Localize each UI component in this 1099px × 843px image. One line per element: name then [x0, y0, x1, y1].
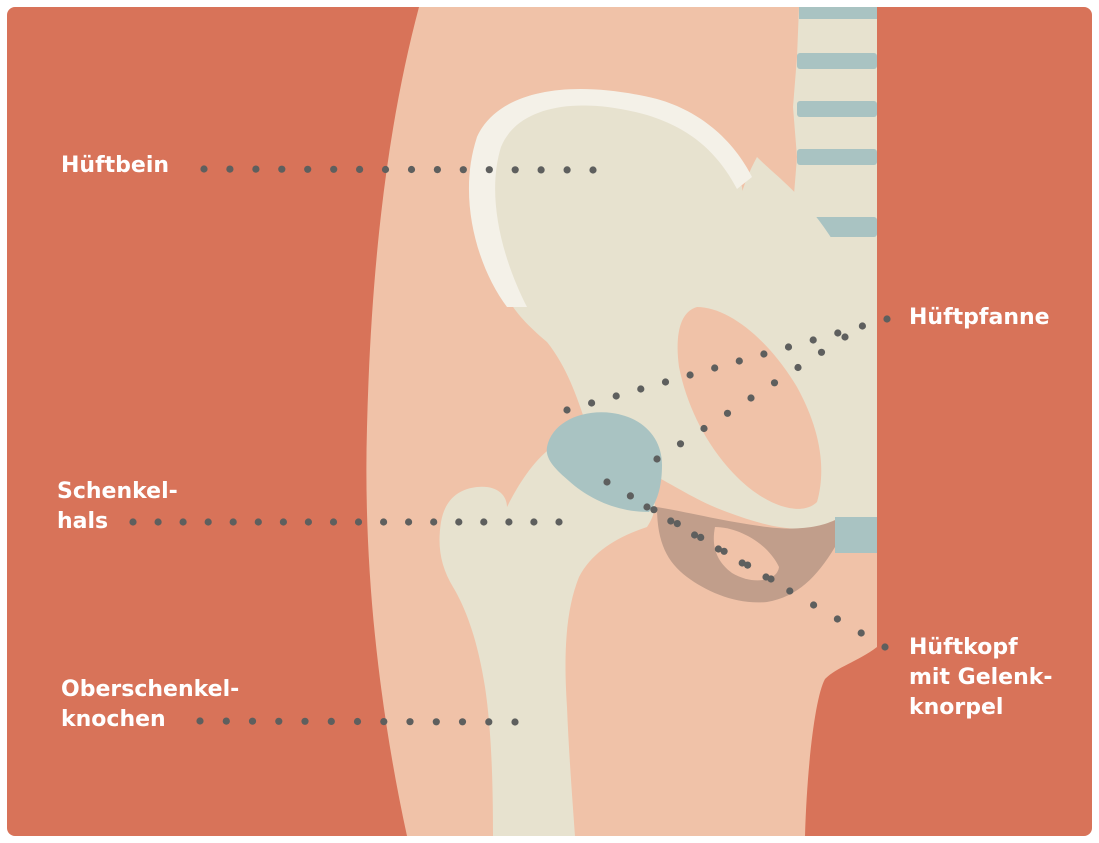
- leader-dot: [818, 349, 825, 356]
- leader-dot: [511, 718, 518, 725]
- leader-dot: [455, 518, 462, 525]
- label-huefkopf: Hüftkopf mit Gelenk- knorpel: [909, 633, 1053, 723]
- leader-dot: [434, 166, 441, 173]
- leader-dot: [430, 518, 437, 525]
- leader-dot: [485, 718, 492, 725]
- leader-dot: [406, 718, 413, 725]
- leader-dot: [538, 166, 545, 173]
- leader-dot: [736, 357, 743, 364]
- leader-dot: [715, 545, 722, 552]
- leader-dot: [304, 166, 311, 173]
- leader-dot: [687, 371, 694, 378]
- leader-dot: [486, 166, 493, 173]
- leader-dot: [382, 166, 389, 173]
- leader-dot: [355, 518, 362, 525]
- leader-dot: [691, 531, 698, 538]
- leader-dot: [841, 333, 848, 340]
- leader-dot: [724, 410, 731, 417]
- leader-dot: [643, 503, 650, 510]
- leader-dot: [356, 166, 363, 173]
- leader-dot: [380, 718, 387, 725]
- leader-dot: [589, 166, 596, 173]
- leader-dot: [762, 573, 769, 580]
- leader-dot: [330, 166, 337, 173]
- leader-dot: [330, 518, 337, 525]
- leader-dot: [711, 364, 718, 371]
- leader-dot: [252, 166, 259, 173]
- leader-dot: [771, 379, 778, 386]
- leader-dot: [459, 718, 466, 725]
- leader-dot: [301, 718, 308, 725]
- leader-dot: [667, 517, 674, 524]
- leader-dot: [505, 518, 512, 525]
- label-schenkelhals: Schenkel- hals: [57, 477, 178, 537]
- leader-dot: [380, 518, 387, 525]
- leader-dot: [205, 518, 212, 525]
- leader-dot: [858, 629, 865, 636]
- pubic-symphysis: [835, 517, 877, 553]
- leader-dot: [677, 440, 684, 447]
- leader-dot: [564, 166, 571, 173]
- leader-dot: [810, 336, 817, 343]
- leader-dot: [653, 455, 660, 462]
- leader-dot: [613, 392, 620, 399]
- hip-anatomy-figure: Hüftbein Hüftpfanne Schenkel- hals Hüftk…: [7, 7, 1092, 836]
- leader-dot: [328, 718, 335, 725]
- leader-dot: [760, 350, 767, 357]
- label-oberschenkelknochen: Oberschenkel- knochen: [61, 675, 239, 735]
- label-huefpfanne: Hüftpfanne: [909, 303, 1050, 333]
- leader-dot: [674, 520, 681, 527]
- leader-dot: [433, 718, 440, 725]
- leader-dot: [637, 385, 644, 392]
- leader-dot: [810, 601, 817, 608]
- leader-dot: [747, 394, 754, 401]
- leader-dot: [588, 399, 595, 406]
- leader-dot: [603, 478, 610, 485]
- leader-dot: [785, 343, 792, 350]
- leader-dot: [408, 166, 415, 173]
- leader-dot: [834, 329, 841, 336]
- leader-dot: [512, 166, 519, 173]
- leader-dot: [650, 506, 657, 513]
- leader-dot: [530, 518, 537, 525]
- leader-dot: [255, 518, 262, 525]
- leader-dot: [230, 518, 237, 525]
- leader-dot: [480, 518, 487, 525]
- leader-dot: [354, 718, 361, 725]
- leader-dot: [305, 518, 312, 525]
- leader-dot: [280, 518, 287, 525]
- leader-dot: [275, 718, 282, 725]
- leader-dot: [460, 166, 467, 173]
- leader-dot: [563, 406, 570, 413]
- leader-dot: [200, 165, 207, 172]
- leader-dot: [739, 559, 746, 566]
- label-huefbein: Hüftbein: [61, 151, 169, 181]
- leader-dot: [786, 587, 793, 594]
- leader-dot: [883, 315, 890, 322]
- leader-dot: [834, 615, 841, 622]
- leader-dot: [278, 166, 285, 173]
- leader-dot: [700, 425, 707, 432]
- leader-dot: [881, 643, 888, 650]
- leader-dot: [662, 378, 669, 385]
- leader-dot: [405, 518, 412, 525]
- leader-dot: [794, 364, 801, 371]
- leader-dot: [226, 166, 233, 173]
- leader-dot: [180, 518, 187, 525]
- leader-dot: [627, 492, 634, 499]
- leader-dot: [859, 322, 866, 329]
- leader-dot: [555, 518, 562, 525]
- leader-dot: [249, 718, 256, 725]
